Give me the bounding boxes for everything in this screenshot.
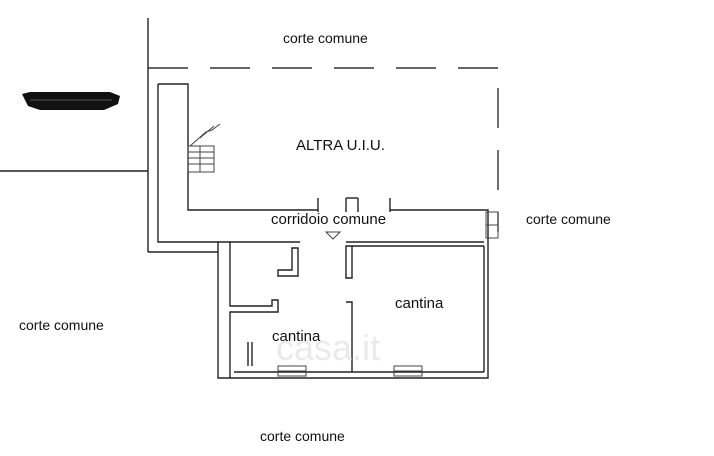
label-corte-bottom: corte comune	[260, 428, 345, 444]
windows	[277, 365, 423, 377]
cellar-walls	[218, 231, 485, 378]
label-corridoio: corridoio comune	[271, 211, 386, 228]
label-corte-right: corte comune	[526, 211, 611, 227]
label-altra-uiu: ALTRA U.I.U.	[296, 137, 385, 154]
north-arrow-icon	[22, 92, 120, 110]
label-corte-left: corte comune	[19, 317, 104, 333]
watermark: casa.it	[276, 327, 380, 368]
label-cantina-right: cantina	[395, 295, 444, 312]
staircase-icon	[187, 123, 221, 173]
label-cantina-left: cantina	[272, 328, 321, 345]
label-corte-top: corte comune	[283, 30, 368, 46]
property-boundary	[0, 18, 499, 253]
